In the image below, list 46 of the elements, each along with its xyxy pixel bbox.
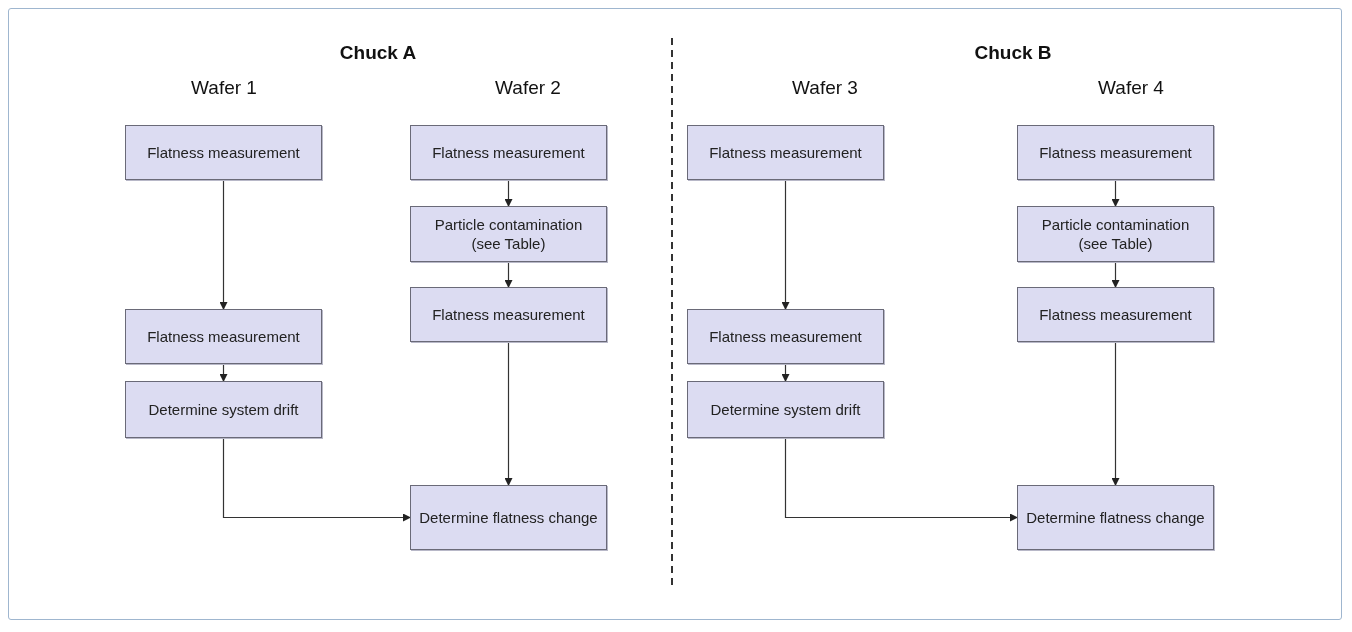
group-heading: Chuck B (974, 42, 1052, 64)
box-text: Flatness measurement (709, 327, 862, 346)
process-box (1017, 485, 1214, 550)
arrow (1111, 261, 1120, 288)
arrow (504, 341, 513, 486)
box-text: Determine flatness change (1026, 508, 1205, 527)
process-box (410, 125, 607, 180)
arrow (219, 179, 228, 310)
column-heading: Wafer 3 (792, 77, 858, 99)
box-text: Flatness measurement (432, 143, 585, 162)
box-text: Flatness measurement (147, 143, 300, 162)
box-text: Particle contamination (see Table) (1040, 215, 1191, 253)
process-box (125, 309, 322, 364)
box-text: Flatness measurement (432, 305, 585, 324)
arrow (504, 179, 513, 207)
arrow (784, 437, 1018, 522)
box-text: Determine flatness change (419, 508, 598, 527)
arrow (781, 363, 790, 382)
process-box (687, 125, 884, 180)
process-box (687, 309, 884, 364)
arrow (1111, 179, 1120, 207)
column-heading: Wafer 1 (191, 77, 257, 99)
arrow (781, 179, 790, 310)
arrow (504, 261, 513, 288)
box-text: Flatness measurement (1039, 305, 1192, 324)
process-box (125, 381, 322, 438)
box-text: Determine system drift (148, 400, 299, 419)
box-text: Flatness measurement (147, 327, 300, 346)
process-box (410, 287, 607, 342)
box-text: Determine system drift (710, 400, 861, 419)
process-box (1017, 125, 1214, 180)
arrow (1111, 341, 1120, 486)
box-text: Flatness measurement (1039, 143, 1192, 162)
process-box (125, 125, 322, 180)
arrow (219, 363, 228, 382)
group-heading: Chuck A (339, 42, 417, 64)
arrow (222, 437, 411, 522)
process-box (1017, 206, 1214, 262)
column-heading: Wafer 4 (1098, 77, 1164, 99)
box-text: Particle contamination (see Table) (433, 215, 584, 253)
process-box (410, 206, 607, 262)
process-box (1017, 287, 1214, 342)
box-text: Flatness measurement (709, 143, 862, 162)
column-heading: Wafer 2 (495, 77, 561, 99)
process-box (410, 485, 607, 550)
process-box (687, 381, 884, 438)
